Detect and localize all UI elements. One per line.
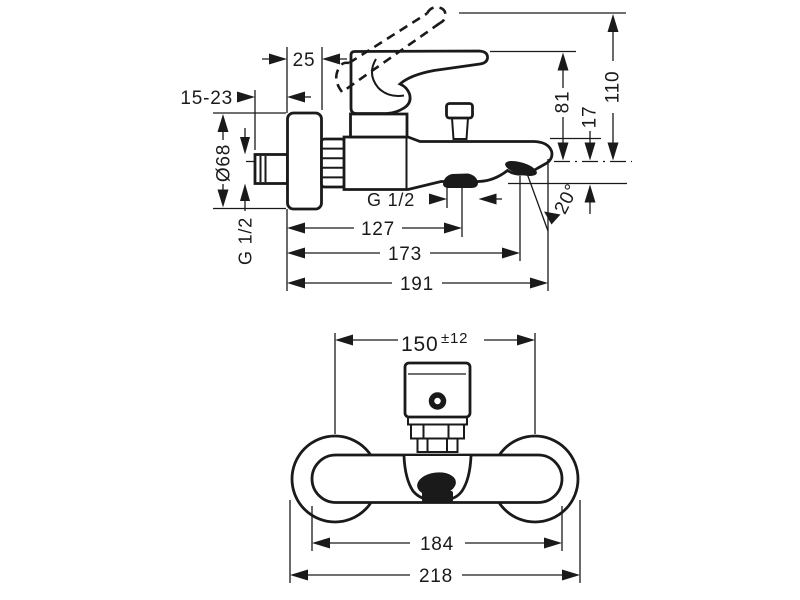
dim-150: 150 ±12 bbox=[335, 330, 535, 356]
dim-150-tolerance: ±12 bbox=[441, 330, 468, 347]
diverter-knob bbox=[445, 102, 474, 140]
g12-outlet-label: G 1/2 bbox=[367, 190, 415, 210]
lever-handle-open-dashed bbox=[334, 5, 447, 94]
spout-angle-line bbox=[524, 167, 549, 232]
dim-184-label: 184 bbox=[420, 534, 454, 555]
turret-step-1 bbox=[410, 423, 465, 440]
dim-218-label: 218 bbox=[419, 566, 453, 587]
dim-25-label: 25 bbox=[293, 50, 316, 71]
shower-outlet-bump bbox=[443, 173, 478, 188]
spout-front bbox=[402, 455, 473, 502]
mounting-nut bbox=[320, 137, 346, 189]
dim-173-label: 173 bbox=[388, 244, 422, 265]
dim-g12-inlet: G 1/2 bbox=[236, 128, 256, 265]
dim-15-23-label: 15-23 bbox=[180, 88, 233, 109]
dim-110: 110 bbox=[459, 12, 626, 161]
s-union-connector bbox=[253, 153, 289, 185]
dim-81: 81 bbox=[490, 50, 576, 161]
dim-191-label: 191 bbox=[400, 274, 434, 295]
cartridge-collar bbox=[349, 112, 409, 139]
handle-front bbox=[403, 361, 472, 453]
dim-diameter-68: Ø68 bbox=[213, 112, 286, 210]
g12-inlet-label: G 1/2 bbox=[236, 217, 256, 265]
escutcheon-side-profile bbox=[286, 111, 323, 211]
dim-17-label: 17 bbox=[580, 106, 601, 129]
lever-handle-side bbox=[349, 49, 489, 115]
dim-184: 184 bbox=[311, 506, 563, 555]
handle-cap-front bbox=[403, 361, 472, 419]
spout-outlet-lip bbox=[505, 161, 537, 176]
dim-20-label: 20° bbox=[551, 180, 584, 217]
handle-crease-line bbox=[371, 58, 405, 97]
dim-110-label: 110 bbox=[603, 71, 624, 104]
dim-150-label: 150 bbox=[401, 333, 438, 356]
dim-17: 17 bbox=[550, 106, 601, 161]
side-view: 25 15-23 Ø68 G 1/2 bbox=[180, 5, 632, 295]
front-view: 150 ±12 184 218 bbox=[289, 330, 581, 587]
dim-218: 218 bbox=[289, 500, 581, 587]
dim-173: 173 bbox=[287, 244, 520, 265]
turret-step-2 bbox=[416, 437, 459, 453]
dim-25: 25 bbox=[262, 50, 347, 71]
dim-g12-outlet: G 1/2 bbox=[367, 185, 502, 210]
dim-68-label: Ø68 bbox=[214, 144, 235, 182]
handle-screw-dot bbox=[428, 392, 447, 410]
dim-angle-20: 20° bbox=[508, 167, 627, 232]
mixer-body-side bbox=[342, 135, 554, 191]
dim-15-23: 15-23 bbox=[180, 88, 311, 150]
dim-127-label: 127 bbox=[361, 219, 395, 240]
dim-191: 191 bbox=[287, 274, 548, 295]
dim-81-label: 81 bbox=[553, 91, 574, 114]
dim-127: 127 bbox=[287, 219, 462, 240]
spout-mouth bbox=[417, 472, 456, 496]
